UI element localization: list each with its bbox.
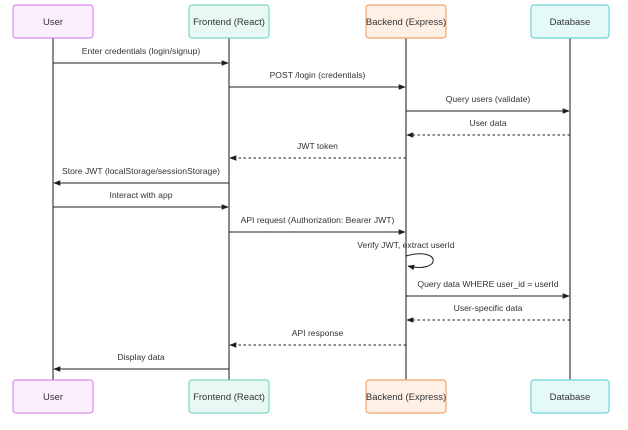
message-label: Display data bbox=[117, 352, 165, 362]
message-label: User data bbox=[469, 118, 506, 128]
actor-box bbox=[365, 4, 447, 39]
messages: Enter credentials (login/signup) POST /lo… bbox=[53, 46, 570, 372]
message-label: API request (Authorization: Bearer JWT) bbox=[241, 215, 395, 225]
message-2: POST /login (credentials) bbox=[229, 70, 406, 90]
message-1: Enter credentials (login/signup) bbox=[53, 46, 229, 66]
message-7: Interact with app bbox=[53, 190, 229, 210]
actor-label: Database bbox=[550, 392, 591, 403]
message-11: User-specific data bbox=[406, 303, 570, 323]
message-label: Query users (validate) bbox=[446, 94, 531, 104]
message-4: User data bbox=[406, 118, 570, 138]
message-label: POST /login (credentials) bbox=[270, 70, 366, 80]
actor-bottom-backend: Backend (Express) bbox=[365, 379, 447, 414]
message-label: API response bbox=[292, 328, 344, 338]
message-label: Verify JWT, extract userId bbox=[357, 240, 455, 250]
actor-box bbox=[12, 379, 94, 414]
message-arrow bbox=[405, 253, 434, 271]
actor-label: User bbox=[43, 17, 63, 28]
actor-top-backend: Backend (Express) bbox=[365, 4, 447, 39]
message-label: Interact with app bbox=[109, 190, 172, 200]
actor-label: Database bbox=[550, 17, 591, 28]
actor-box bbox=[188, 379, 270, 414]
actor-top-database: Database bbox=[530, 4, 610, 39]
actor-bottom-database: Database bbox=[530, 379, 610, 414]
actor-label: Frontend (React) bbox=[193, 392, 265, 403]
message-label: User-specific data bbox=[454, 303, 523, 313]
actor-label: Frontend (React) bbox=[193, 17, 265, 28]
actor-box bbox=[188, 4, 270, 39]
message-label: Store JWT (localStorage/sessionStorage) bbox=[62, 166, 220, 176]
message-8: API request (Authorization: Bearer JWT) bbox=[229, 215, 406, 235]
actor-box bbox=[12, 4, 94, 39]
message-label: Query data WHERE user_id = userId bbox=[417, 279, 558, 289]
actor-label: Backend (Express) bbox=[366, 392, 446, 403]
actor-label: Backend (Express) bbox=[366, 17, 446, 28]
message-3: Query users (validate) bbox=[406, 94, 570, 114]
actor-label: User bbox=[43, 392, 63, 403]
message-label: Enter credentials (login/signup) bbox=[82, 46, 201, 56]
actor-top-user: User bbox=[12, 4, 94, 39]
lifelines bbox=[52, 38, 571, 380]
actor-box bbox=[365, 379, 447, 414]
message-10: Query data WHERE user_id = userId bbox=[406, 279, 570, 299]
message-5: JWT token bbox=[229, 141, 406, 161]
actor-bottom-user: User bbox=[12, 379, 94, 414]
message-12: API response bbox=[229, 328, 406, 348]
message-label: JWT token bbox=[297, 141, 338, 151]
actor-box bbox=[530, 4, 610, 39]
actor-top-frontend: Frontend (React) bbox=[188, 4, 270, 39]
message-6: Store JWT (localStorage/sessionStorage) bbox=[53, 166, 229, 186]
message-9: Verify JWT, extract userId bbox=[357, 240, 455, 271]
actor-box bbox=[530, 379, 610, 414]
actor-bottom-frontend: Frontend (React) bbox=[188, 379, 270, 414]
message-13: Display data bbox=[53, 352, 229, 372]
